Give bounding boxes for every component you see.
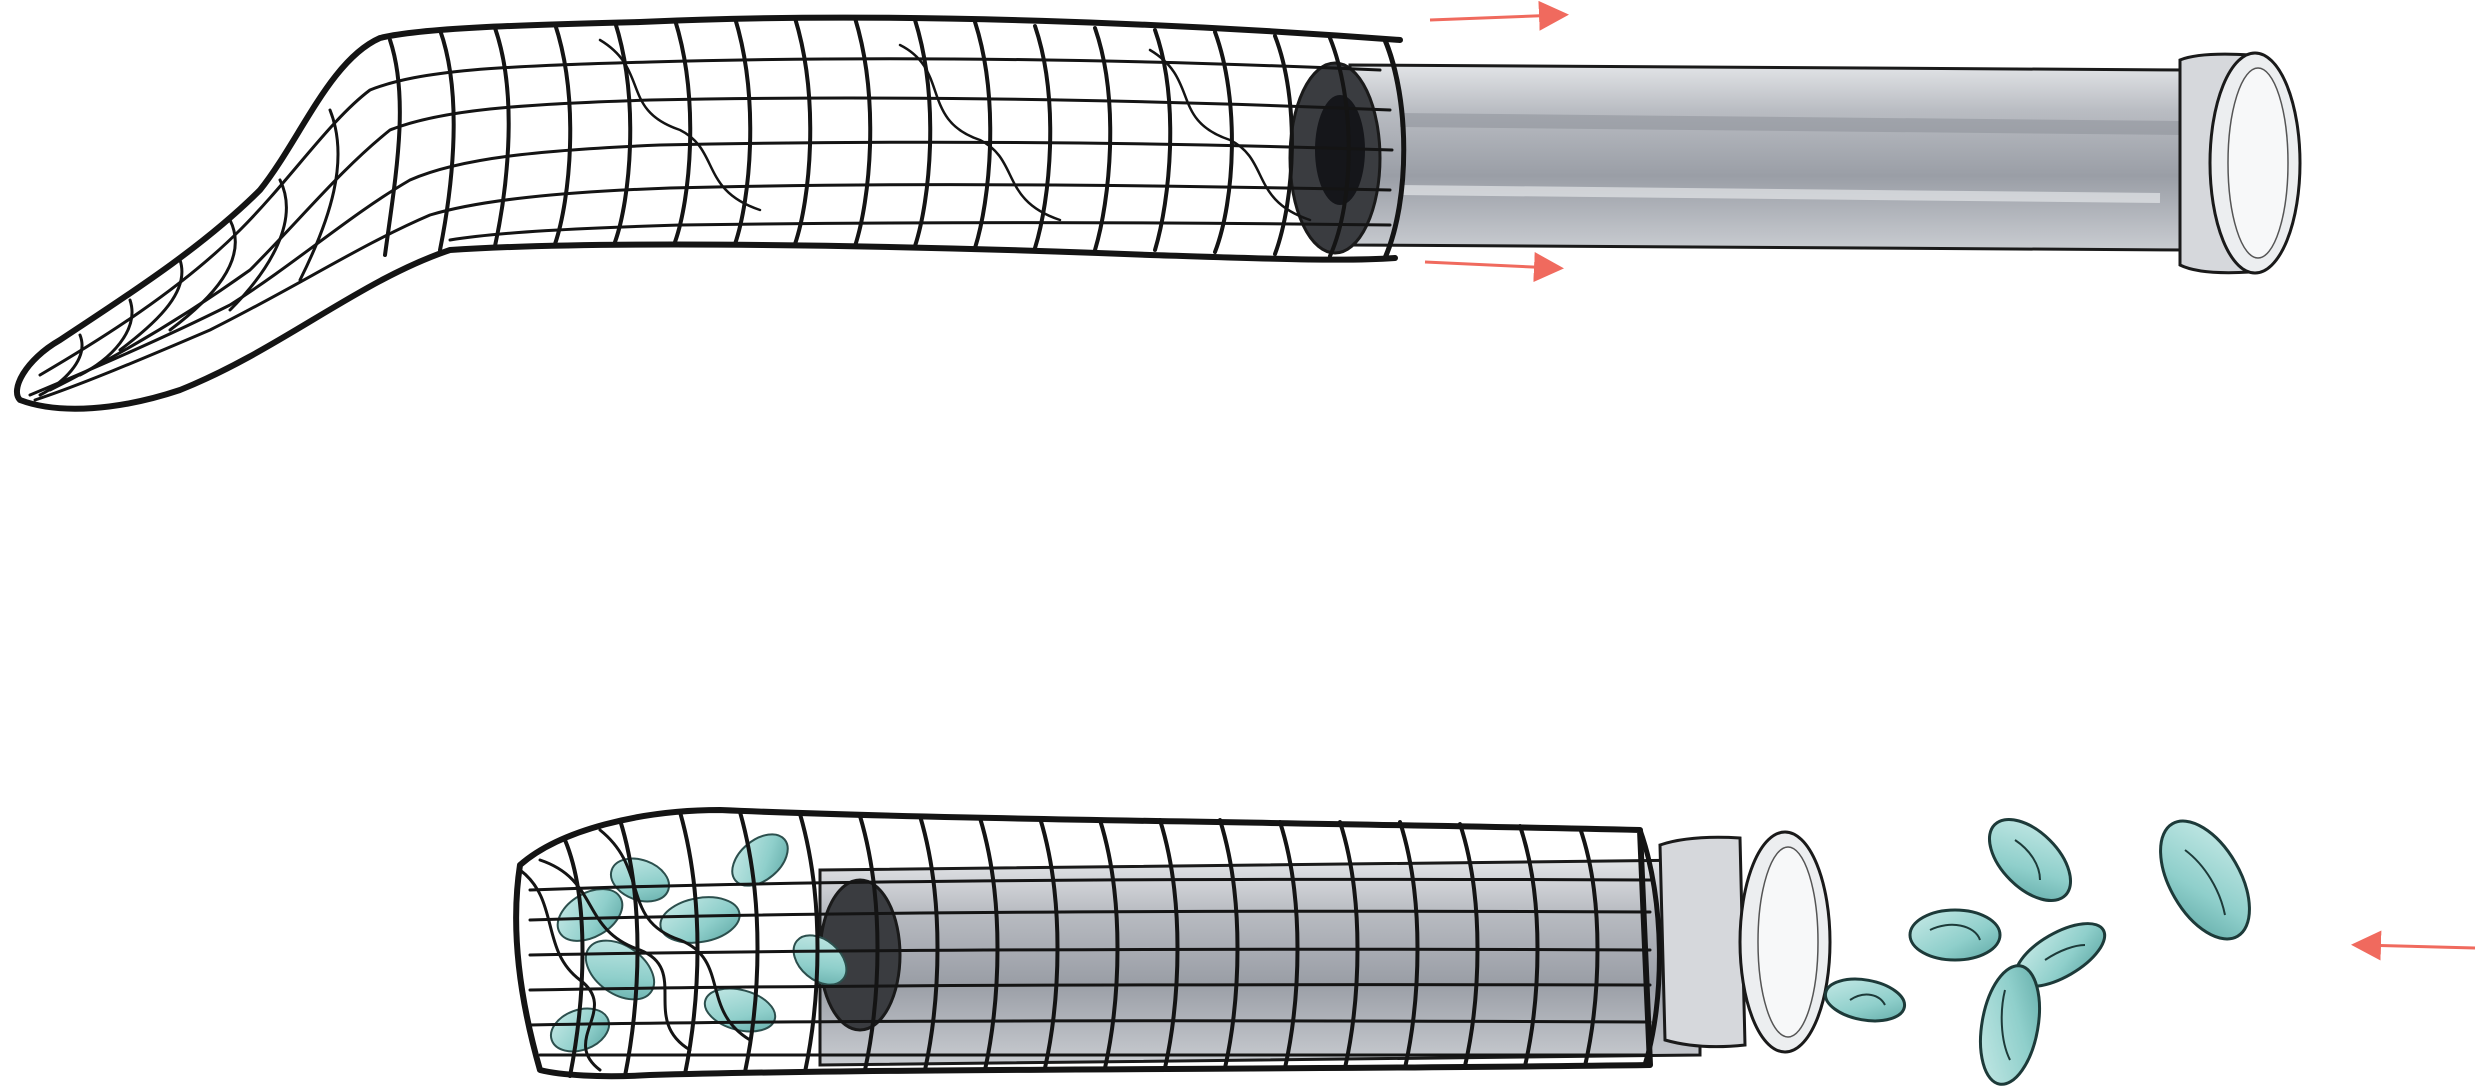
- top-arrow-upper: [1429, 0, 1569, 31]
- mussel: [1908, 908, 2002, 962]
- mussel: [2159, 819, 2251, 941]
- top-arrow-lower: [1424, 252, 1564, 283]
- mussel: [1823, 977, 1907, 1023]
- loose-mussels: [1823, 817, 2251, 1086]
- top-pipe: [1288, 51, 2302, 275]
- mussel: [1987, 817, 2073, 903]
- bottom-panel: [513, 807, 2476, 1086]
- top-netting: [13, 14, 1407, 412]
- bottom-netting: [513, 807, 1662, 1080]
- bottom-arrow: [2351, 930, 2476, 961]
- top-panel: [13, 0, 2302, 412]
- mussel: [1979, 964, 2041, 1086]
